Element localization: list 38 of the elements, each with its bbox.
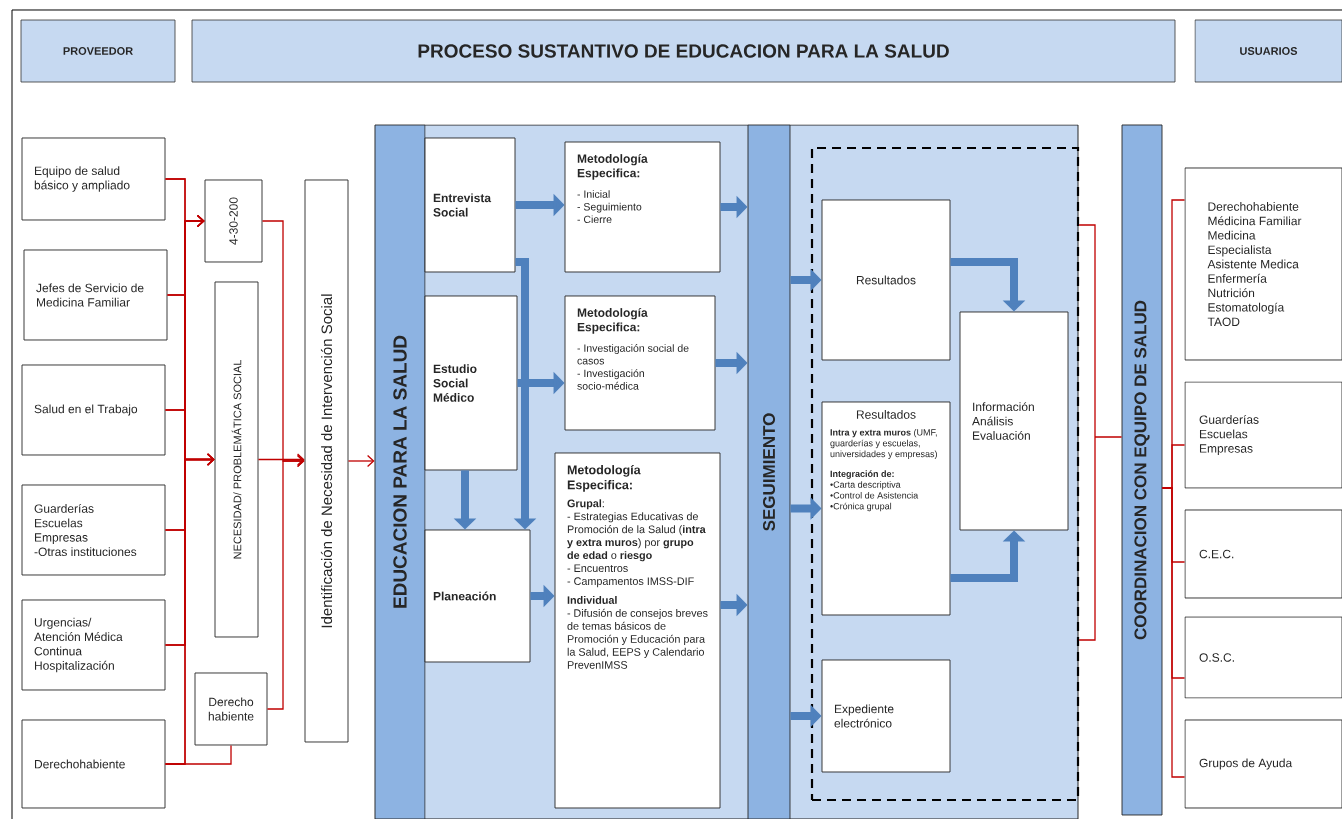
arrow <box>266 454 305 710</box>
provider-box: Guarderías Escuelas Empresas -Otras instituciones <box>21 484 166 576</box>
vertical-band: COORDINACION CON EQUIPO DE SALUD <box>1121 124 1163 816</box>
header-box: PROVEEDOR <box>20 19 176 83</box>
user-box: Derechohabiente Médicina Familiar Medicina Especialista Asistente Medica Enfermería Nutrición Estomatología TAOD <box>1184 167 1342 361</box>
vertical-band: SEGUIMIENTO <box>747 124 791 819</box>
provider-box: Derecho habiente <box>194 672 268 746</box>
method-box: Metodología Especifica: Grupal: - Estrategias Educativas de Promoción de la Salud (intra y extra muros) por grupo de edad o riesgo - Encuentros - Campamentos IMSS-DIF Individual - Difusión de consejos breves de temas básicos de Promoción y Educación para la Salud, EEPS y Calendario PrevenIMSS <box>554 452 721 809</box>
user-box: O.S.C. <box>1184 616 1342 699</box>
connector-line <box>1078 224 1123 641</box>
vertical-label-box: Identificación de Necesidad de Intervención Social <box>304 179 349 743</box>
header-box: USUARIOS <box>1194 19 1342 83</box>
method-box: Metodología Especifica: - Investigación social de casos - Investigación socio-médica <box>564 295 716 431</box>
user-box: Guarderías Escuelas Empresas <box>1184 381 1342 489</box>
title-banner: PROCESO SUSTANTIVO DE EDUCACION PARA LA SALUD <box>191 19 1176 83</box>
provider-box: Urgencias/ Atención Médica Continua Hospitalización <box>21 599 166 691</box>
provider-box: Jefes de Servicio de Medicina Familiar <box>23 249 168 341</box>
result-box: Resultados Intra y extra muros (UMF, guarderías y escuelas, universidades y empresas) Integración de: •Carta descriptiva •Control de Asistencia •Crónica grupal <box>821 401 951 616</box>
provider-box: Derechohabiente <box>21 719 166 809</box>
process-box: Planeación <box>424 529 531 663</box>
user-box: C.E.C. <box>1184 509 1342 599</box>
process-box: Estudio Social Médico <box>424 295 518 471</box>
result-box: Expediente electrónico <box>821 659 951 773</box>
dashed-frame <box>810 146 1080 802</box>
result-box: Resultados <box>821 199 951 361</box>
vertical-label-box: NECESIDAD/ PROBLEMÁTICA SOCIAL <box>214 281 259 638</box>
result-box: Información Análisis Evaluación <box>959 311 1069 531</box>
connector-line <box>1161 487 1186 778</box>
user-box: Grupos de Ayuda <box>1184 719 1342 809</box>
connector-line <box>164 744 232 765</box>
arrow <box>257 453 305 466</box>
provider-box: Salud en el Trabajo <box>21 364 166 456</box>
process-box: Entrevista Social <box>424 137 516 273</box>
vertical-label-box: 4-30-200 <box>204 179 263 263</box>
vertical-band: EDUCACION PARA LA SALUD <box>374 124 426 819</box>
method-box: Metodología Especifica: - Inicial - Seguimiento - Cierre <box>564 141 721 273</box>
provider-box: Equipo de salud básico y ampliado <box>21 137 166 221</box>
arrow <box>347 454 375 468</box>
